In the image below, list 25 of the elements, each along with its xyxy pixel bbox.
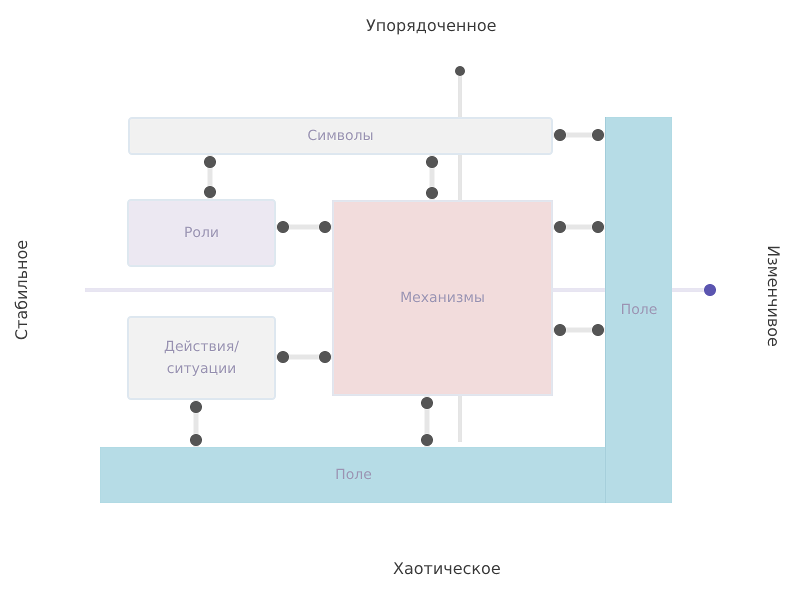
node-label: Поле	[620, 301, 658, 320]
node-label: Роли	[182, 224, 220, 243]
connector	[190, 400, 202, 447]
axis-label: Стабильное	[11, 240, 32, 340]
process-box	[127, 199, 276, 267]
axis-label: Упорядоченное	[366, 15, 496, 37]
connector	[204, 155, 216, 199]
connector	[553, 129, 605, 141]
node-label: Действия/ ситуации	[163, 338, 240, 379]
connector	[276, 221, 332, 233]
node-label: Механизмы	[399, 289, 486, 308]
connector	[421, 396, 433, 447]
connector	[426, 155, 438, 200]
axis-label: Хаотическое	[393, 558, 501, 580]
node-label: Поле	[334, 466, 373, 485]
connector	[553, 221, 605, 233]
process-box	[127, 316, 276, 400]
field-band	[605, 117, 672, 503]
node-label: Символы	[306, 127, 375, 146]
field-band	[100, 447, 607, 503]
axis-label: Изменчивое	[762, 245, 784, 347]
process-box	[332, 200, 553, 396]
connector	[276, 351, 332, 363]
connector	[553, 324, 605, 336]
process-box	[128, 117, 553, 155]
